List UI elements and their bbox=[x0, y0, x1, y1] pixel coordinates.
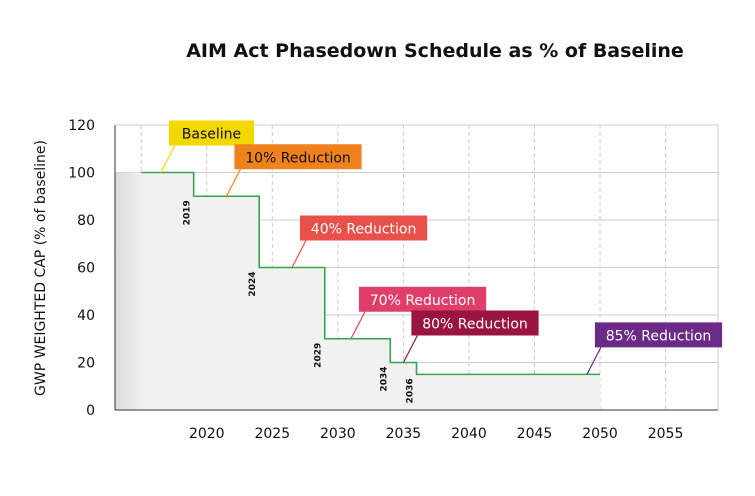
annotation-label-0: Baseline bbox=[182, 127, 241, 143]
annotation-leader-0 bbox=[160, 145, 176, 173]
annotation-1: 10% Reduction bbox=[225, 144, 362, 197]
annotation-4: 80% Reduction bbox=[402, 310, 539, 363]
step-year-label-2034: 2034 bbox=[379, 367, 389, 392]
step-year-label-2029: 2029 bbox=[314, 343, 324, 368]
annotation-leader-2 bbox=[291, 240, 307, 268]
x-tick-label-2020: 2020 bbox=[189, 426, 225, 442]
annotation-label-5: 85% Reduction bbox=[606, 328, 712, 344]
y-tick-label-0: 0 bbox=[86, 403, 95, 419]
x-tick-label-2050: 2050 bbox=[582, 426, 618, 442]
annotation-label-2: 40% Reduction bbox=[311, 222, 417, 238]
annotation-5: 85% Reduction bbox=[586, 322, 723, 375]
y-tick-label-40: 40 bbox=[77, 308, 95, 324]
annotation-box-2 bbox=[299, 215, 428, 241]
x-tick-label-2035: 2035 bbox=[386, 426, 422, 442]
annotation-box-1 bbox=[234, 144, 362, 170]
annotation-label-1: 10% Reduction bbox=[245, 150, 351, 166]
annotation-label-4: 80% Reduction bbox=[422, 317, 528, 333]
step-year-label-2019: 2019 bbox=[183, 200, 193, 225]
annotation-label-3: 70% Reduction bbox=[370, 293, 476, 309]
cap-step-line bbox=[141, 171, 601, 376]
step-year-label-2024: 2024 bbox=[248, 272, 258, 297]
y-axis-label: GWP WEIGHTED CAP (% of baseline) bbox=[33, 140, 49, 396]
annotation-0: Baseline bbox=[160, 120, 255, 173]
x-tick-label-2025: 2025 bbox=[254, 426, 290, 442]
area-under-cap bbox=[115, 172, 601, 410]
y-tick-label-60: 60 bbox=[77, 261, 95, 277]
step-year-label-2036: 2036 bbox=[406, 378, 416, 403]
x-tick-label-2040: 2040 bbox=[451, 426, 487, 442]
annotation-2: 40% Reduction bbox=[291, 215, 428, 268]
annotation-box-3 bbox=[358, 286, 487, 312]
y-tick-label-80: 80 bbox=[77, 213, 95, 229]
chart-title: AIM Act Phasedown Schedule as % of Basel… bbox=[186, 40, 684, 62]
annotation-leader-1 bbox=[225, 168, 241, 197]
x-tick-label-2030: 2030 bbox=[320, 426, 356, 442]
annotation-box-5 bbox=[594, 322, 723, 348]
annotation-leader-3 bbox=[350, 311, 366, 340]
annotation-3: 70% Reduction bbox=[350, 286, 487, 340]
y-tick-label-120: 120 bbox=[68, 118, 95, 134]
x-tick-label-2055: 2055 bbox=[648, 426, 684, 442]
annotation-leader-5 bbox=[586, 347, 602, 375]
y-tick-label-100: 100 bbox=[68, 166, 95, 182]
x-tick-label-2045: 2045 bbox=[517, 426, 553, 442]
annotation-box-4 bbox=[411, 310, 539, 336]
y-tick-label-20: 20 bbox=[77, 356, 95, 372]
annotation-leader-4 bbox=[402, 335, 418, 363]
annotation-box-0 bbox=[168, 120, 255, 146]
